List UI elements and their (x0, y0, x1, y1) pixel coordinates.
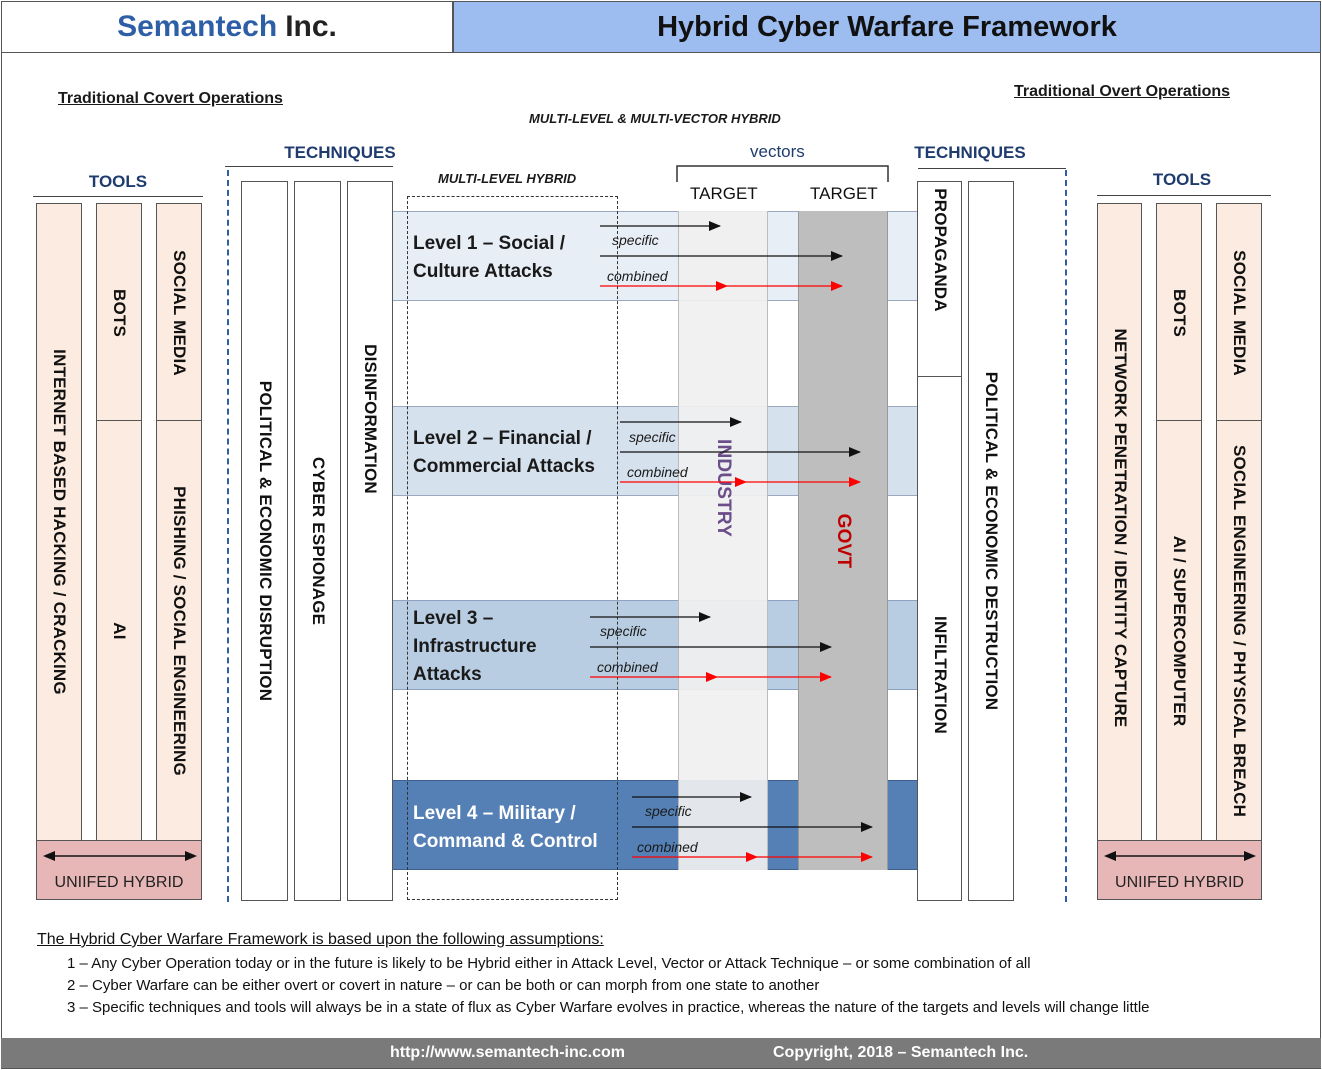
level-1-line-1: Level 1 – Social / (413, 233, 566, 254)
level-1-specific-label: specific (612, 232, 659, 248)
assumption-3: 3 – Specific techniques and tools will a… (67, 999, 1150, 1016)
level-4-combined-label: combined (637, 839, 698, 855)
level-1-combined-mid-arrowhead (716, 281, 728, 291)
technique-political-disruption: POLITICAL & ECONOMIC DISRUPTION (241, 181, 288, 901)
left-techniques-underline (225, 166, 393, 167)
page-title: Hybrid Cyber Warfare Framework (453, 1, 1321, 53)
tool-supercomputer-label: AI / SUPERCOMPUTER (1170, 535, 1189, 726)
level-3-label: Level 3 – Infrastructure Attacks (413, 605, 537, 689)
tool-ai: AI (96, 420, 142, 841)
tool-bots-right: BOTS (1156, 203, 1202, 422)
level-1-line-2: Culture Attacks (413, 261, 553, 282)
industry-target-column: INDUSTRY (678, 211, 768, 870)
assumption-2: 2 – Cyber Warfare can be either overt or… (67, 977, 820, 994)
vectors-bracket (676, 165, 889, 182)
vectors-label: vectors (750, 142, 805, 161)
right-techniques-header: TECHNIQUES (914, 143, 1026, 162)
left-dashed-divider (227, 170, 229, 902)
brand-header: Semantech Inc. (1, 1, 453, 53)
target-label-govt: TARGET (810, 184, 878, 203)
right-tools-header: TOOLS (1152, 170, 1212, 189)
tool-supercomputer: AI / SUPERCOMPUTER (1156, 420, 1202, 841)
tool-physical-breach: SOCIAL ENGINEERING / PHYSICAL BREACH (1216, 420, 1262, 841)
level-2-line-2: Commercial Attacks (413, 456, 595, 477)
covert-operations-label: Traditional Covert Operations (58, 90, 283, 107)
level-1-combined-label: combined (607, 268, 668, 284)
technique-propaganda: PROPAGANDA (917, 181, 962, 378)
level-2-label: Level 2 – Financial / Commercial Attacks (413, 425, 595, 481)
tool-phishing: PHISHING / SOCIAL ENGINEERING (156, 420, 202, 841)
footer-bar: http://www.semantech-inc.com Copyright, … (1, 1038, 1321, 1068)
left-tools-underline (33, 196, 203, 197)
left-techniques-header: TECHNIQUES (284, 143, 396, 162)
tool-network-penetration: NETWORK PENETRATION / IDENTITY CAPTURE (1097, 203, 1142, 841)
level-3-specific-label: specific (600, 623, 647, 639)
brand-suffix: Inc. (285, 10, 337, 43)
left-tools-header: TOOLS (88, 172, 148, 191)
level-4-line-1: Level 4 – Military / (413, 803, 576, 824)
multi-level-label: MULTI-LEVEL HYBRID (438, 171, 577, 186)
technique-disinformation: DISINFORMATION (347, 181, 393, 901)
level-4-label: Level 4 – Military / Command & Control (413, 800, 598, 856)
level-4-line-2: Command & Control (413, 831, 598, 852)
level-2-line-1: Level 2 – Financial / (413, 428, 592, 449)
double-arrow-icon (1104, 851, 1256, 861)
right-unified-label: UNIIFED HYBRID (1115, 874, 1244, 891)
tool-social-media-right-label: SOCIAL MEDIA (1230, 249, 1249, 376)
right-unified-hybrid: UNIIFED HYBRID (1097, 840, 1262, 900)
level-2-combined-label: combined (627, 464, 688, 480)
right-dashed-divider (1065, 170, 1067, 902)
level-2-combined-mid-arrowhead (735, 477, 747, 487)
tool-bots-right-label: BOTS (1170, 288, 1189, 337)
level-3-combined-label: combined (597, 659, 658, 675)
level-3-combined-mid-arrowhead (706, 672, 718, 682)
left-unified-label: UNIIFED HYBRID (54, 874, 184, 891)
level-3-line-1: Level 3 – (413, 608, 494, 629)
tool-physical-breach-label: SOCIAL ENGINEERING / PHYSICAL BREACH (1230, 444, 1249, 817)
technique-political-destruction: POLITICAL & ECONOMIC DESTRUCTION (968, 181, 1014, 901)
right-techniques-underline (918, 168, 1066, 169)
tool-social-media-right: SOCIAL MEDIA (1216, 203, 1262, 422)
assumption-1: 1 – Any Cyber Operation today or in the … (67, 955, 1031, 972)
brand-name: Semantech (117, 10, 278, 43)
technique-propaganda-label: PROPAGANDA (930, 188, 950, 313)
multi-vector-label: MULTI-LEVEL & MULTI-VECTOR HYBRID (529, 111, 781, 126)
technique-infiltration-label: INFILTRATION (930, 616, 950, 735)
technique-cyber-espionage: CYBER ESPIONAGE (294, 181, 341, 901)
technique-political-destruction-label: POLITICAL & ECONOMIC DESTRUCTION (982, 371, 1001, 711)
tool-bots: BOTS (96, 203, 142, 422)
footer-url[interactable]: http://www.semantech-inc.com (390, 1044, 625, 1061)
left-unified-hybrid: UNIIFED HYBRID (36, 840, 202, 900)
level-1-label: Level 1 – Social / Culture Attacks (413, 230, 565, 286)
govt-target-column: GOVT (798, 211, 888, 870)
level-3-line-2: Infrastructure (413, 636, 537, 657)
level-3-line-3: Attacks (413, 664, 482, 685)
level-2-specific-label: specific (629, 429, 676, 445)
double-arrow-icon (43, 851, 197, 861)
right-tools-underline (1097, 195, 1271, 196)
footer-copyright: Copyright, 2018 – Semantech Inc. (773, 1044, 1029, 1061)
tool-network-penetration-label: NETWORK PENETRATION / IDENTITY CAPTURE (1110, 328, 1130, 728)
multi-level-hybrid-box (407, 196, 618, 900)
overt-operations-label: Traditional Overt Operations (1014, 83, 1231, 100)
tool-hacking: INTERNET BASED HACKING / CRACKING (36, 203, 82, 841)
level-4-specific-label: specific (645, 803, 692, 819)
target-label-industry: TARGET (690, 184, 758, 203)
tool-social-media: SOCIAL MEDIA (156, 203, 202, 422)
level-4-combined-mid-arrowhead (746, 852, 758, 862)
technique-infiltration: INFILTRATION (917, 376, 962, 901)
assumptions-title: The Hybrid Cyber Warfare Framework is ba… (37, 931, 604, 948)
